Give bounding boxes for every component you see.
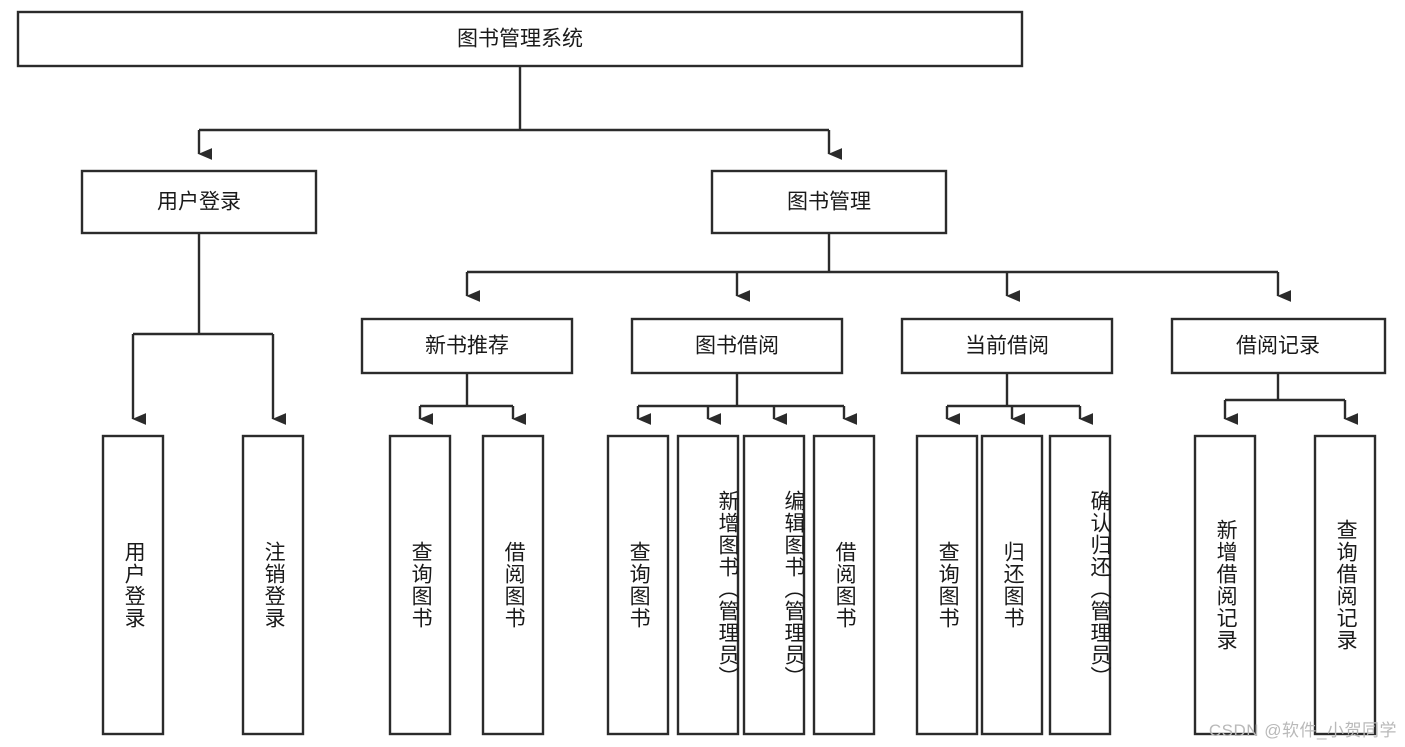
node-leaf-box[interactable] [676,434,740,736]
node-leaf-box[interactable] [606,434,670,736]
node-leaf-box[interactable] [915,434,979,736]
node-book-manage-label: 图书管理 [787,191,871,214]
node-current-borrow-box[interactable] [900,317,1114,375]
watermark-text: CSDN @软件_小贺同学 [1208,721,1397,740]
node-user-login-label: 用户登录 [157,191,241,214]
node-leaf-box[interactable] [101,434,165,736]
node-leaf-box[interactable] [980,434,1044,736]
node-leaf-box[interactable] [388,434,452,736]
node-leaf-box[interactable] [1193,434,1257,736]
node-root-box[interactable] [16,10,1024,68]
node-book-borrow-box[interactable] [630,317,844,375]
node-leaf-box[interactable] [241,434,305,736]
node-new-book-label: 新书推荐 [425,335,509,358]
node-leaf-box[interactable] [742,434,806,736]
node-book-borrow-label: 图书借阅 [695,335,779,358]
node-new-book-box[interactable] [360,317,574,375]
node-leaf-box[interactable] [481,434,545,736]
node-leaf-box[interactable] [1048,434,1112,736]
node-current-borrow-label: 当前借阅 [965,335,1049,358]
node-leaf-box[interactable] [812,434,876,736]
node-leaf-box[interactable] [1313,434,1377,736]
node-root-label: 图书管理系统 [457,28,583,51]
node-book-manage-box[interactable] [710,169,948,235]
node-borrow-record-label: 借阅记录 [1236,335,1320,358]
node-borrow-record-box[interactable] [1170,317,1387,375]
